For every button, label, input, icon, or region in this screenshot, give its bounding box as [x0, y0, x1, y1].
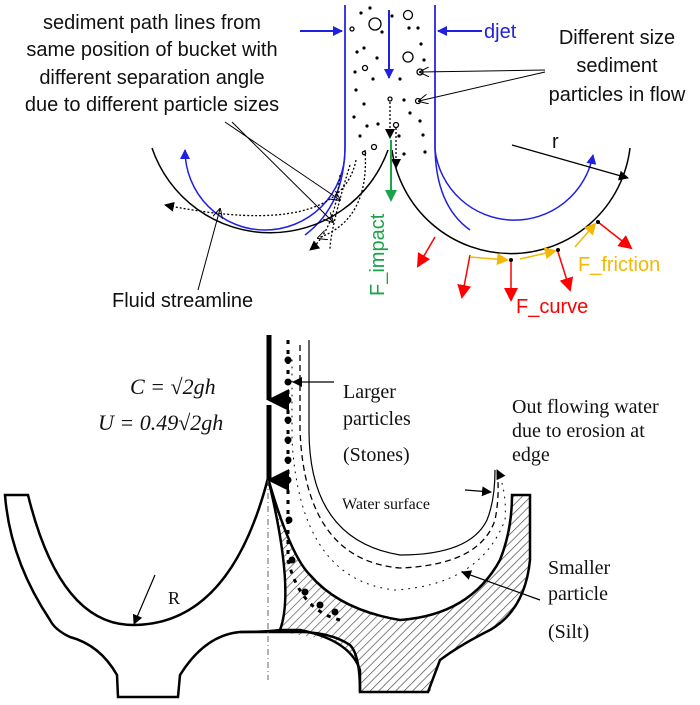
djet-label: djet — [484, 21, 517, 43]
smaller-particle-pointer — [461, 570, 541, 601]
smaller-line-3: (Silt) — [548, 621, 589, 643]
path-pointer-2 — [231, 121, 333, 222]
radius-R-label: R — [168, 588, 180, 608]
larger-particle-path — [286, 340, 341, 622]
sediment-pointer-2 — [419, 71, 546, 101]
out-flowing-line-1: Out flowing water — [512, 396, 659, 418]
sediment-path-line-3: different separation angle — [39, 67, 264, 89]
particle-trajectories — [164, 102, 401, 251]
top-panel: sediment path lines from same position o… — [25, 5, 686, 318]
smaller-particle-path — [291, 359, 506, 591]
sediment-path-line-4: due to different particle sizes — [25, 94, 279, 116]
larger-line-3: (Stones) — [343, 444, 410, 466]
smaller-line-1: Smaller — [548, 557, 611, 579]
bottom-panel: C = √2gh U = 0.49√2gh Larger particles (… — [3, 335, 659, 699]
water-surface-pointer — [464, 486, 492, 497]
radius-arrow — [511, 144, 629, 181]
out-flowing-line-3: edge — [512, 444, 550, 466]
particles-line-3: particles in flow — [549, 84, 686, 106]
sediment-path-line-1: sediment path lines from — [43, 12, 261, 34]
f-curve-arrows — [416, 221, 633, 302]
larger-line-2: particles — [343, 408, 411, 430]
jet-boundary-right — [434, 5, 471, 231]
path-pointer-1 — [224, 121, 340, 200]
water-surface-dashed — [299, 345, 499, 569]
streamline-right — [434, 5, 597, 221]
particles-in-flow-label: Different size sediment particles in flo… — [549, 27, 686, 106]
streamline-pointer — [197, 209, 220, 291]
larger-particles-label: Larger particles (Stones) — [343, 381, 411, 466]
equation-c: C = √2gh — [130, 374, 216, 399]
water-surface-line — [308, 340, 496, 556]
sediment-path-label: sediment path lines from same position o… — [25, 12, 279, 116]
f-impact-label: F_impact — [367, 213, 389, 296]
smaller-line-2: particle — [548, 583, 608, 605]
bucket-right-outline — [391, 147, 631, 255]
radius-R-pointer — [132, 574, 156, 625]
sediment-pointer-1 — [420, 70, 546, 72]
smaller-particle-label: Smaller particle (Silt) — [548, 557, 611, 643]
fluid-streamline-label: Fluid streamline — [112, 290, 253, 312]
equation-u: U = 0.49√2gh — [98, 410, 223, 435]
sediment-particles-large — [349, 9, 424, 156]
particles-line-2: sediment — [576, 55, 658, 77]
out-flowing-label: Out flowing water due to erosion at edge — [512, 396, 659, 466]
larger-particles — [284, 356, 339, 616]
bucket-base — [240, 630, 362, 693]
particles-line-1: Different size — [559, 27, 675, 49]
left-bucket-outline — [3, 477, 287, 699]
sediment-path-line-2: same position of bucket with — [26, 39, 277, 61]
bucket-left-outline — [151, 147, 389, 234]
radius-label: r — [552, 131, 559, 153]
f-friction-label: F_friction — [578, 254, 660, 276]
sediment-particles — [352, 6, 427, 156]
hatched-wall-right — [266, 477, 532, 694]
larger-line-1: Larger — [343, 381, 396, 403]
out-flowing-line-2: due to erosion at — [512, 420, 645, 442]
water-surface-label: Water surface — [342, 496, 430, 513]
f-curve-label: F_curve — [516, 296, 588, 318]
f-friction-arrows — [469, 222, 597, 266]
